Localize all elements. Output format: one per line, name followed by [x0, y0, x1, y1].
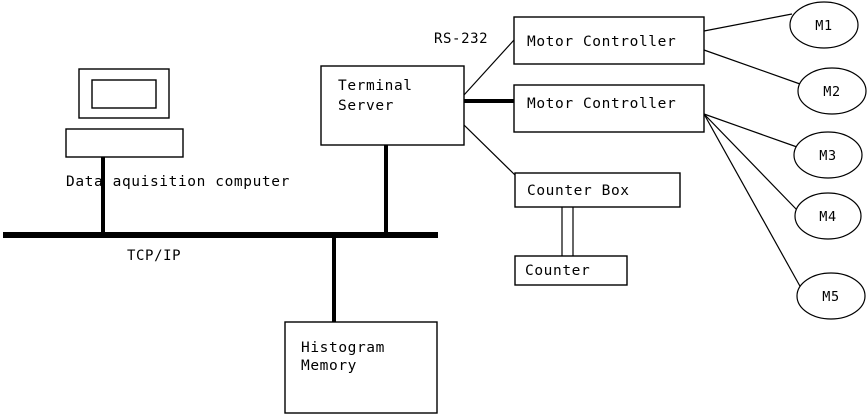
motor-controller-1-to-m2-link [703, 49, 801, 85]
counter-node[interactable]: Counter [514, 255, 628, 286]
motor-m1-node[interactable]: M1 [789, 1, 859, 49]
motor-m4-label: M4 [819, 209, 836, 225]
histogram-memory-box [284, 321, 438, 414]
motor-controller-1-label: Motor Controller [527, 34, 676, 50]
motor-m2-label: M2 [823, 84, 840, 100]
terminal-server-label-line1: Terminal [338, 78, 413, 94]
motor-controller-2-to-m4-link [703, 113, 798, 211]
motor-m5-label: M5 [822, 289, 839, 305]
histogram-memory-node[interactable]: Histogram Memory [284, 321, 438, 414]
data-acquisition-computer-label: Data aquisition computer [66, 174, 290, 190]
counter-label: Counter [525, 263, 590, 279]
tcpip-label: TCP/IP [127, 248, 181, 264]
motor-m4-ellipse [794, 192, 862, 240]
monitor-screen [91, 79, 157, 109]
counter-box-node[interactable]: Counter Box [514, 172, 681, 208]
motor-controller-2-node[interactable]: Motor Controller [513, 84, 705, 133]
motor-controller-2-to-m5-link [703, 113, 802, 289]
motor-m5-node[interactable]: M5 [796, 272, 866, 320]
motor-m3-label: M3 [819, 148, 836, 164]
counter-rect [514, 255, 628, 286]
terminal-server-node[interactable]: Terminal Server [320, 65, 465, 146]
motor-m5-ellipse [796, 272, 866, 320]
motor-controller-2-label: Motor Controller [527, 96, 676, 112]
computer-base-unit [65, 128, 184, 158]
motor-controller-1-to-m1-link [703, 13, 793, 32]
motor-controller-2-to-m3-link [703, 113, 798, 148]
terminal-server-to-motor-controller-1-link [463, 39, 515, 96]
terminal-server-to-counter-box-link [463, 124, 516, 176]
histogram-memory-label-line2: Memory [301, 358, 357, 374]
motor-m3-node[interactable]: M3 [793, 131, 863, 179]
motor-controller-1-box [513, 16, 705, 65]
counter-box-rect [514, 172, 681, 208]
motor-m3-ellipse [793, 131, 863, 179]
motor-m2-ellipse [797, 67, 867, 115]
data-acquisition-computer-node[interactable] [65, 68, 184, 158]
motor-m2-node[interactable]: M2 [797, 67, 867, 115]
motor-m1-label: M1 [815, 18, 832, 34]
motor-m4-node[interactable]: M4 [794, 192, 862, 240]
counter-box-label: Counter Box [527, 183, 630, 199]
terminal-server-label-line2: Server [338, 98, 394, 114]
histogram-memory-label-line1: Histogram [301, 340, 385, 356]
terminal-server-box [320, 65, 465, 146]
motor-controller-1-node[interactable]: Motor Controller [513, 16, 705, 65]
rs232-label: RS-232 [434, 31, 488, 47]
motor-controller-2-box [513, 84, 705, 133]
motor-m1-ellipse [789, 1, 859, 49]
